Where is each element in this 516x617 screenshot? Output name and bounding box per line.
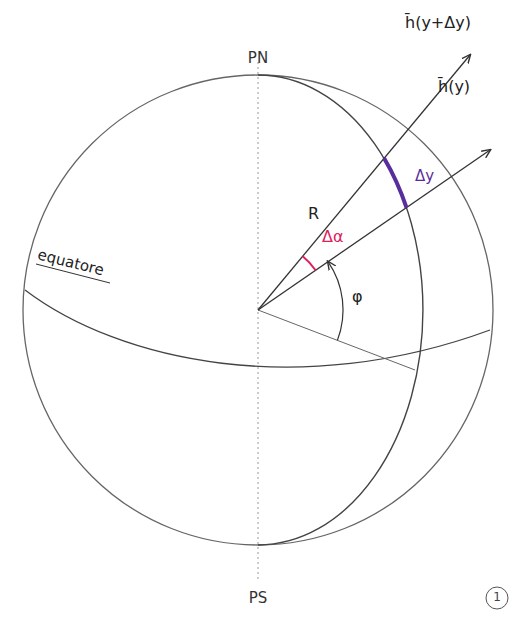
- meridian-line: [258, 75, 423, 545]
- pole-label: PN: [248, 50, 268, 67]
- angle-label: Δα: [322, 228, 344, 246]
- angle-label: φ: [352, 288, 363, 306]
- sphere-outline: [23, 75, 493, 545]
- vector-arrow: [258, 150, 490, 310]
- arc-label: Δy: [415, 168, 434, 185]
- vector-label: h̄(y): [438, 78, 470, 96]
- angle-arc: [303, 256, 316, 270]
- angle-arc: [328, 262, 343, 341]
- pole-label: PS: [249, 590, 268, 607]
- polar-axis: [258, 62, 259, 582]
- vector-label: h̄(y+Δy): [405, 14, 471, 32]
- equator-label: equatore: [36, 246, 106, 278]
- page-number: 1: [493, 591, 501, 604]
- radius-label: R: [308, 205, 319, 223]
- page-circle: [486, 587, 508, 609]
- arc-segment: [384, 158, 407, 208]
- radius-line: [258, 310, 415, 370]
- vector-arrow: [258, 55, 470, 310]
